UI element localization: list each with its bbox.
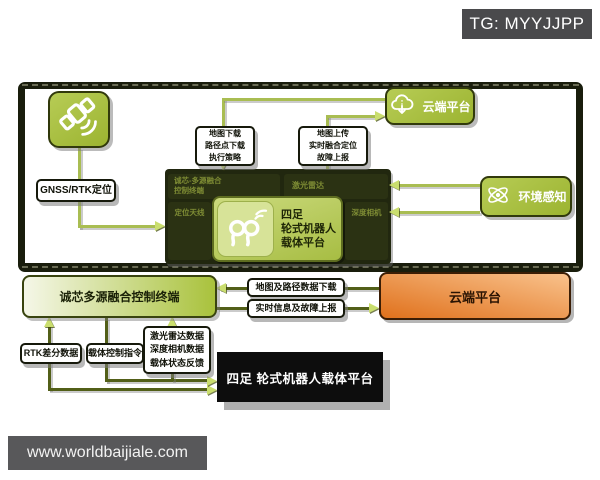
satellite-node — [48, 91, 110, 148]
map-download-line3: 执行策略 — [209, 153, 241, 162]
atom-icon — [485, 182, 511, 211]
tg-badge-label: TG: MYYJJPP — [469, 14, 585, 33]
line-rtk-horizontal — [48, 388, 210, 391]
module-depth-camera: 深度相机 — [345, 202, 388, 260]
rtk-diff-label: RTK差分数据 — [20, 343, 82, 364]
arrow-into-robot-upper — [207, 376, 217, 386]
module-antenna: 定位天线 — [168, 202, 211, 260]
arrow-into-orange-cloud — [369, 303, 379, 313]
module-control-terminal: 诚芯-多源融合 控制终端 — [168, 174, 280, 199]
robot-platform-node: 四足 轮式机器人 载体平台 — [212, 196, 343, 262]
map-upload-line1: 地图上传 — [317, 129, 349, 138]
arrow-env-lidar — [389, 180, 399, 190]
gnss-rtk-label: GNSS/RTK定位 — [36, 179, 116, 202]
carrier-control-label: 载体控制指令 — [86, 343, 144, 364]
robot-platform-black-label: 四足 轮式机器人载体平台 — [226, 371, 374, 386]
map-upload-line2: 实时融合定位 — [309, 141, 357, 150]
arrow-gnss-into-core — [155, 221, 165, 231]
map-upload-label: 地图上传 实时融合定位 故障上报 — [298, 126, 368, 166]
cloud-platform-label: 云端平台 — [422, 99, 471, 114]
map-upload-line3: 故障上报 — [317, 153, 349, 162]
arrow-rtk-into-terminal — [44, 317, 54, 327]
arrow-sensor-into-terminal — [167, 317, 177, 327]
env-perception-label: 环境感知 — [518, 190, 567, 204]
line-env-camera — [397, 211, 480, 214]
cloud-platform-orange-label: 云端平台 — [448, 289, 501, 305]
module-lidar: 激光雷达 — [284, 174, 388, 199]
frame-dash-bottom — [22, 266, 579, 268]
robot-platform-black-node: 四足 轮式机器人载体平台 — [217, 352, 383, 402]
map-download-label: 地图下载 路径点下载 执行策略 — [195, 126, 255, 166]
cloud-download-icon — [389, 93, 415, 120]
map-download-line2: 路径点下载 — [205, 141, 245, 150]
watermark: www.worldbaijiale.com — [8, 436, 207, 470]
arrow-into-robot-lower — [207, 385, 217, 395]
fusion-terminal-node: 诚芯多源融合控制终端 — [22, 275, 217, 318]
realtime-fault-upload-label: 实时信息及故障上报 — [247, 299, 345, 318]
line-upload-horizontal — [326, 115, 377, 118]
fusion-terminal-label: 诚芯多源融合控制终端 — [59, 290, 180, 304]
module-control-terminal-line1: 诚芯-多源融合 — [174, 176, 222, 185]
line-control-horizontal — [105, 379, 210, 382]
gnss-rtk-text: GNSS/RTK定位 — [40, 185, 112, 196]
robot-dog-icon — [217, 201, 274, 257]
robot-core-box: 诚芯-多源融合 控制终端 激光雷达 定位天线 深度相机 — [165, 169, 391, 264]
map-download-line1: 地图下载 — [209, 129, 241, 138]
satellite-icon — [57, 95, 101, 144]
sensor-data-label: 激光雷达数据 深度相机数据 载体状态反馈 — [143, 326, 211, 374]
env-perception-node: 环境感知 — [480, 176, 572, 217]
watermark-text: www.worldbaijiale.com — [27, 444, 188, 461]
module-control-terminal-line2: 控制终端 — [174, 186, 204, 196]
map-path-download-label: 地图及路径数据下载 — [247, 278, 345, 297]
cloud-platform-orange-node: 云端平台 — [379, 272, 571, 320]
tg-badge: TG: MYYJJPP — [462, 9, 592, 39]
robot-platform-label: 四足 轮式机器人 载体平台 — [281, 208, 336, 250]
line-gnss-horizontal — [78, 225, 158, 228]
arrow-into-cloud — [375, 111, 385, 121]
frame-dash-top — [22, 84, 579, 86]
cloud-platform-node: 云端平台 — [385, 87, 475, 125]
arrow-into-terminal-right — [216, 283, 226, 293]
line-download-horizontal — [222, 98, 385, 101]
line-env-lidar — [397, 184, 480, 187]
arrow-env-camera — [389, 207, 399, 217]
